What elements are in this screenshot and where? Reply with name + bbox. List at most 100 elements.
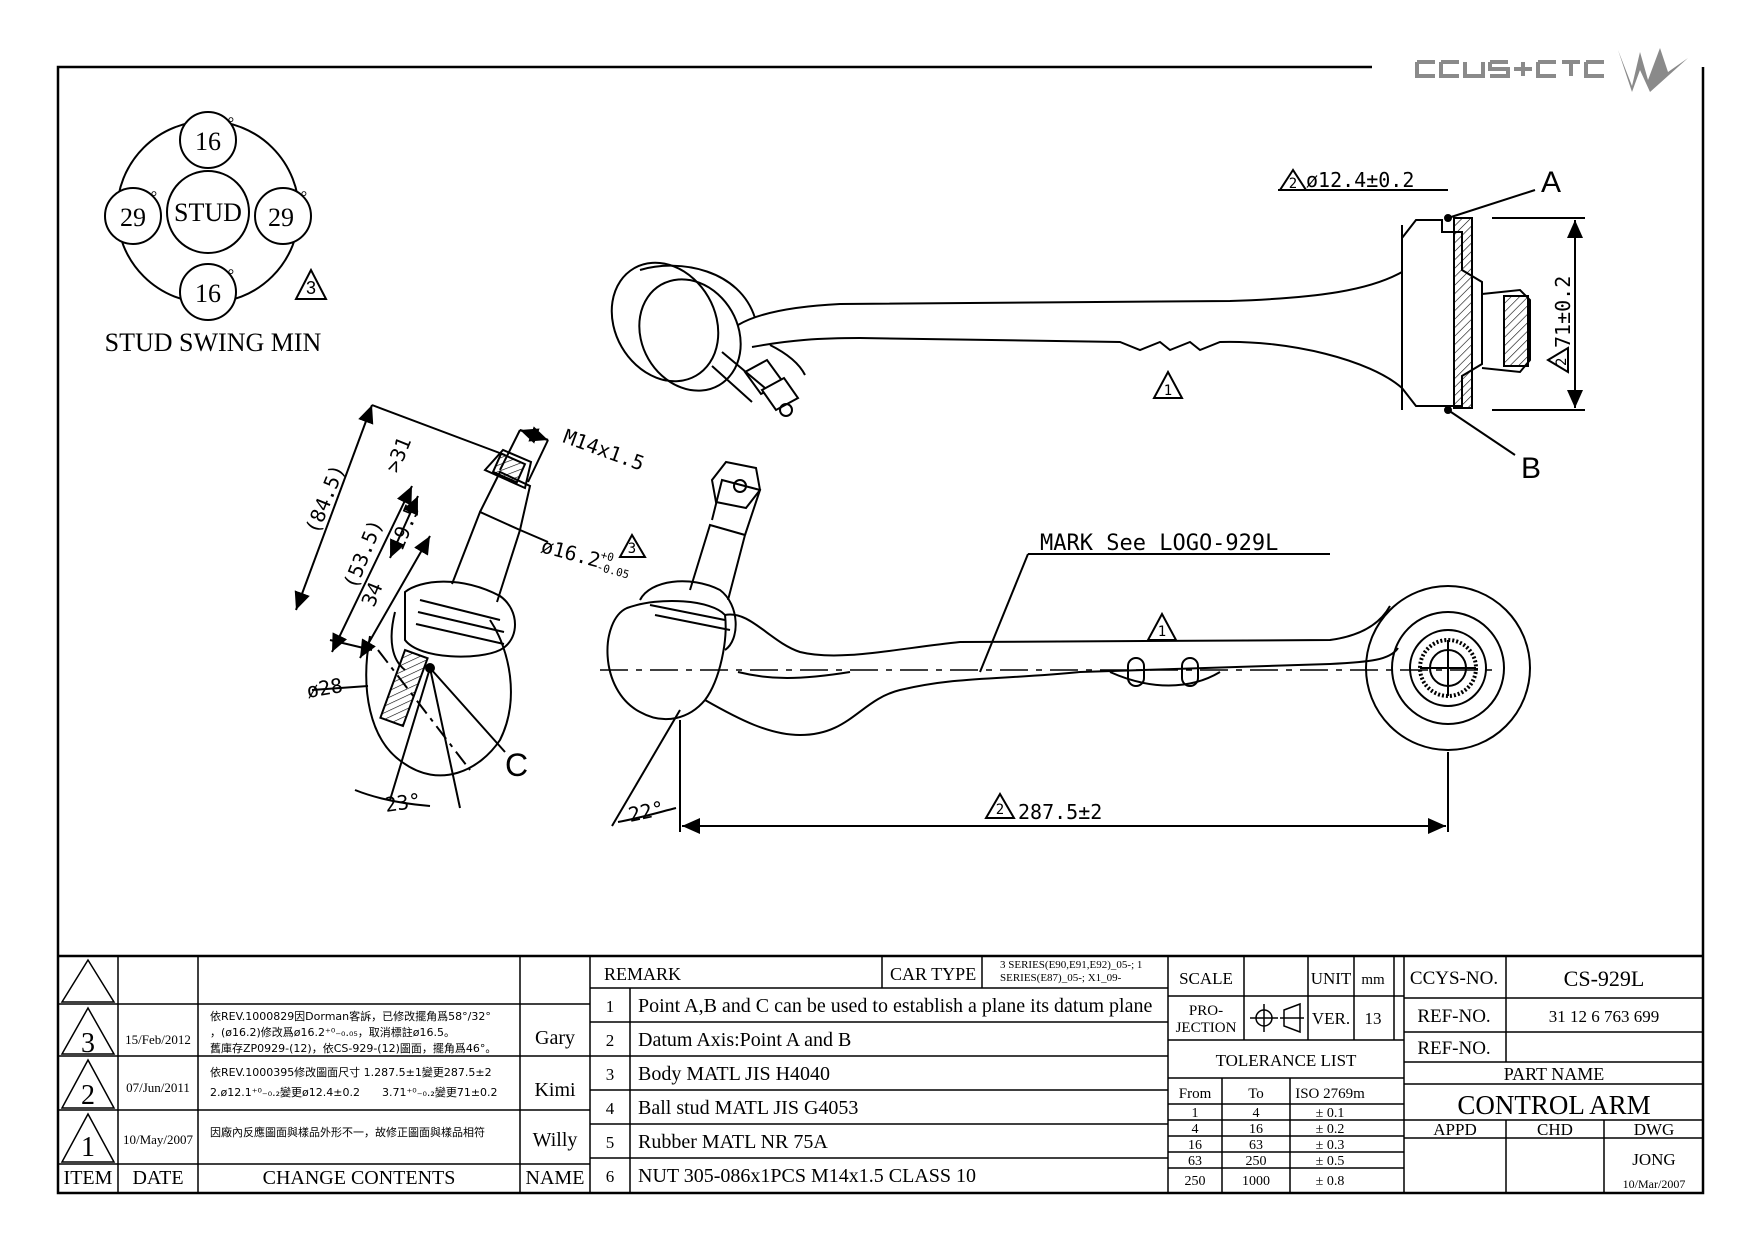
ref-no2-label: REF-NO. xyxy=(1417,1038,1490,1059)
drawn-date: 10/Mar/2007 xyxy=(1623,1177,1686,1191)
dim-31: >31 xyxy=(380,433,416,475)
ver-label: VER. xyxy=(1312,1009,1350,1028)
point-c-label: C xyxy=(505,747,528,783)
swing-top-degree: ° xyxy=(228,115,234,132)
car-type-line1: 3 SERIES(E90,E91,E92)_05-; 1 xyxy=(1000,959,1142,971)
rev-change-3-line1: 依REV.1000829因Dorman客訴，已修改擺角爲58°/32° xyxy=(210,1009,491,1023)
rev-change-3-line3: 舊庫存ZP0929-(12)，依CS-929-(12)圖面，擺角爲46°。 xyxy=(210,1041,496,1055)
company-logo xyxy=(1415,48,1688,92)
tol-to-3: 63 xyxy=(1249,1138,1263,1153)
rev-item-1: 1 xyxy=(81,1132,95,1163)
rev-header-change: CHANGE CONTENTS xyxy=(263,1167,456,1189)
swing-center-label: STUD xyxy=(174,198,242,227)
ccys-no-value: CS-929L xyxy=(1564,966,1645,991)
part-name-label: PART NAME xyxy=(1504,1064,1604,1084)
tol-value-2: ± 0.2 xyxy=(1316,1122,1345,1137)
rev-flag-stud: 3 xyxy=(628,541,636,557)
rev-flag-body: 1 xyxy=(1164,383,1172,399)
dim-19-5: 19.5 xyxy=(384,500,424,554)
side-view xyxy=(610,168,1585,456)
tol-from-4: 63 xyxy=(1188,1154,1202,1169)
plan-view xyxy=(600,460,1531,834)
tol-to-5: 1000 xyxy=(1242,1174,1270,1189)
remark-text-6: NUT 305-086x1PCS M14x1.5 CLASS 10 xyxy=(638,1165,976,1187)
rev-flag-height: 2 xyxy=(1554,358,1570,366)
remark-text-1: Point A,B and C can be used to establish… xyxy=(638,995,1152,1017)
remark-no-2: 2 xyxy=(606,1031,615,1050)
dwg-label: DWG xyxy=(1634,1120,1675,1139)
remark-text-2: Datum Axis:Point A and B xyxy=(638,1029,851,1051)
mark-note: MARK See LOGO-929L xyxy=(1040,531,1278,556)
stud-swing-diagram xyxy=(104,111,328,321)
rev-name-1: Willy xyxy=(533,1129,578,1151)
wing-logo-icon xyxy=(1618,48,1688,92)
rev-flag-length: 2 xyxy=(996,802,1004,818)
stud-dia-tol-upper: +0 xyxy=(599,548,615,564)
tolerance-header-to: To xyxy=(1248,1086,1264,1102)
projection-line2: JECTION xyxy=(1176,1020,1237,1036)
rev-change-3-line2: ，(ø16.2)修改爲ø16.2⁺⁰₋₀.₀₅，取消標註ø16.5。 xyxy=(210,1025,455,1039)
remark-header: REMARK xyxy=(604,964,681,984)
swing-right-degree: ° xyxy=(301,189,307,206)
tolerance-title: TOLERANCE LIST xyxy=(1216,1051,1357,1070)
stud-dia-dimension: ø16.2 xyxy=(539,534,603,573)
stud-angle: 23° xyxy=(383,788,422,817)
point-a-label: A xyxy=(1541,166,1561,199)
stud-dia-tol-lower: -0.05 xyxy=(595,560,630,581)
rev-name-2: Kimi xyxy=(534,1079,576,1101)
rev-flag-plan-body: 1 xyxy=(1158,624,1166,640)
height-dimension: 71±0.2 xyxy=(1551,276,1575,348)
tol-value-4: ± 0.5 xyxy=(1316,1154,1345,1169)
remark-text-4: Ball stud MATL JIS G4053 xyxy=(638,1097,858,1119)
unit-value: mm xyxy=(1361,972,1385,988)
swing-title: STUD SWING MIN xyxy=(105,328,322,357)
swing-top-value: 16 xyxy=(195,127,221,156)
tolerance-header-from: From xyxy=(1179,1086,1212,1102)
remark-no-5: 5 xyxy=(606,1133,615,1152)
rev-header-date: DATE xyxy=(132,1167,183,1189)
rev-flag-dia: 2 xyxy=(1289,176,1297,192)
tol-value-1: ± 0.1 xyxy=(1316,1106,1345,1121)
scale-label: SCALE xyxy=(1179,969,1233,988)
tol-to-1: 4 xyxy=(1253,1106,1260,1121)
stud-detail-view xyxy=(294,404,647,809)
part-name-value: CONTROL ARM xyxy=(1457,1090,1650,1120)
car-type-line2: SERIES(E87)_05-; X1_09- xyxy=(1000,972,1122,984)
rev-change-1-line1: 因廠內反應圖面與樣品外形不一，故修正圖面與樣品相符 xyxy=(210,1125,485,1139)
unit-label: UNIT xyxy=(1311,969,1352,988)
rev-name-3: Gary xyxy=(535,1027,575,1049)
remark-no-3: 3 xyxy=(606,1065,615,1084)
tol-to-2: 16 xyxy=(1249,1122,1263,1137)
rev-item-2: 2 xyxy=(81,1080,95,1111)
tol-from-5: 250 xyxy=(1185,1174,1206,1189)
thread-dimension: M14x1.5 xyxy=(560,424,647,475)
plan-angle: 22° xyxy=(626,796,666,827)
remark-no-6: 6 xyxy=(606,1167,615,1186)
projection-line1: PRO- xyxy=(1189,1003,1223,1019)
rev-header-item: ITEM xyxy=(64,1167,113,1189)
car-type-label: CAR TYPE xyxy=(890,964,976,984)
swing-right-value: 29 xyxy=(268,203,294,232)
remark-no-4: 4 xyxy=(606,1099,615,1118)
tol-from-3: 16 xyxy=(1188,1138,1202,1153)
length-dimension: 287.5±2 xyxy=(1018,800,1102,824)
chd-label: CHD xyxy=(1537,1120,1573,1139)
ref-no-value: 31 12 6 763 699 xyxy=(1549,1007,1660,1026)
company-logo-text xyxy=(1415,60,1604,78)
drawn-by: JONG xyxy=(1632,1150,1675,1169)
rev-change-2-line2: 2.ø12.1⁺⁰₋₀.₂變更ø12.4±0.2 3.71⁺⁰₋₀.₂變更71±… xyxy=(210,1085,498,1099)
bushing-dia-dimension: ø12.4±0.2 xyxy=(1306,168,1414,192)
rev-item-3: 3 xyxy=(81,1028,95,1059)
ball-dia-dimension: ø28 xyxy=(305,673,345,703)
title-block-grid xyxy=(58,954,1703,1193)
rev-header-name: NAME xyxy=(526,1167,585,1189)
rev-change-2-line1: 依REV.1000395修改圖面尺寸 1.287.5±1變更287.5±2 xyxy=(210,1065,492,1079)
tolerance-header-iso: ISO 2769m xyxy=(1295,1086,1365,1102)
point-b-label: B xyxy=(1521,452,1541,485)
tol-value-3: ± 0.3 xyxy=(1316,1138,1345,1153)
swing-left-value: 29 xyxy=(120,203,146,232)
drawing-frame xyxy=(56,65,1705,1195)
remark-text-5: Rubber MATL NR 75A xyxy=(638,1131,828,1153)
tol-to-4: 250 xyxy=(1246,1154,1267,1169)
